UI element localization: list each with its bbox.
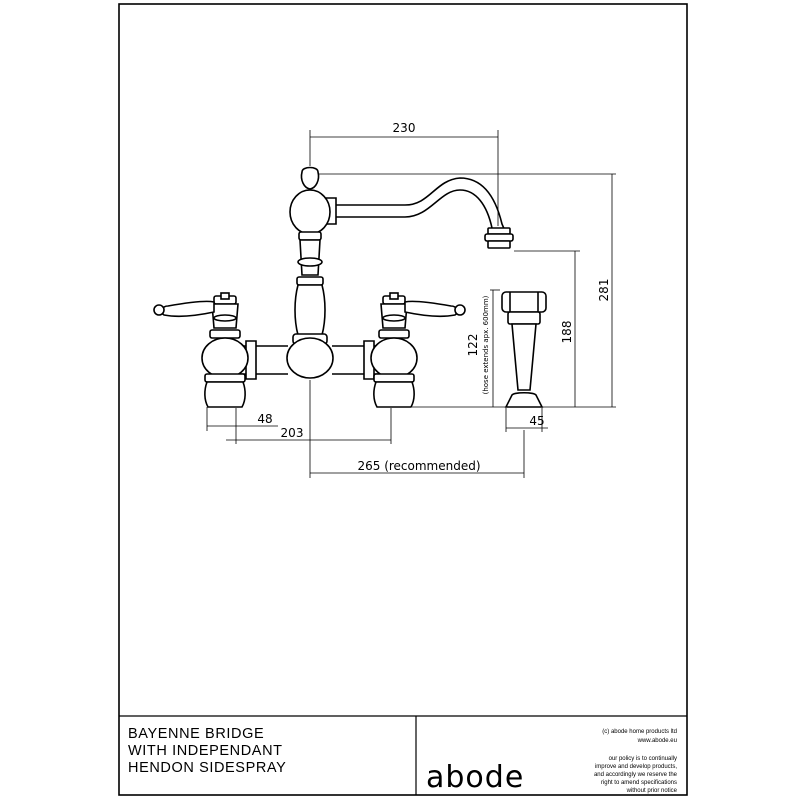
dim-spray-height: 188 [560,321,574,344]
dim-spout-reach: 230 [393,121,416,135]
product-title-line-2: WITH INDEPENDANT [128,743,283,759]
dim-hose-note: (hose extends apx. 600mm) [482,295,490,394]
dim-spray-base: 45 [529,414,544,428]
sidespray-drawing [501,291,547,408]
dim-tap-centres: 203 [281,426,304,440]
policy-line-4: right to amend specifications [601,780,677,786]
product-title-line-3: HENDON SIDESPRAY [128,760,286,776]
mixer-tap-drawing [153,166,514,408]
product-title-line-1: BAYENNE BRIDGE [128,726,264,742]
policy-line-1: our policy is to continually [609,756,677,762]
brand-logo: abode [426,760,524,795]
dimension-lines [206,130,616,478]
sheet-border [118,3,688,796]
dim-hose-length: 122 [466,334,480,357]
policy-line-2: improve and develop products, [595,764,677,770]
policy-line-5: without prior notice [626,788,678,794]
dim-handle-offset: 48 [257,412,272,426]
copyright-text: (c) abode home products ltd [602,729,677,735]
website-text: www.abode.eu [637,738,677,744]
dim-overall-height: 281 [597,279,611,302]
dim-spray-spacing: 265 (recommended) [357,459,480,473]
policy-line-3: and accordingly we reserve the [594,772,678,778]
